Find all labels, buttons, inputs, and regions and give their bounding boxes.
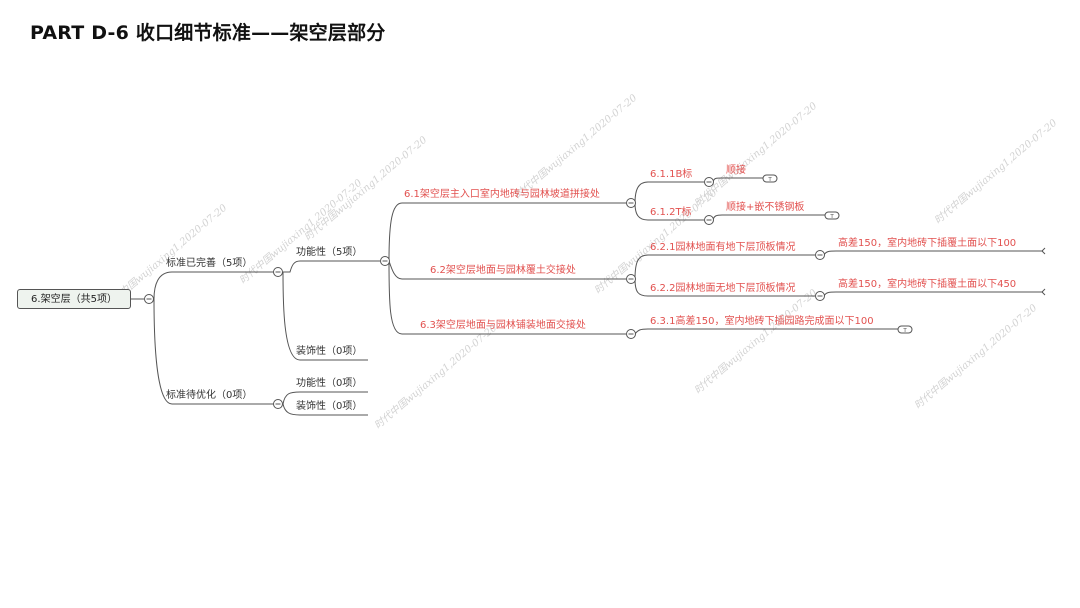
node-6-2-2-detail[interactable]: 高差150，室内地砖下插覆土面以下450 xyxy=(838,279,1017,290)
node-functional-5[interactable]: 功能性（5项） xyxy=(296,247,363,258)
node-6-1[interactable]: 6.1架空层主入口室内地砖与园林坡道拼接处 xyxy=(404,189,600,200)
page-title: PART D-6 收口细节标准——架空层部分 xyxy=(30,22,386,44)
node-6-2-1[interactable]: 6.2.1园林地面有地下层顶板情况 xyxy=(650,242,796,253)
node-decorative-0b[interactable]: 装饰性（0项） xyxy=(296,401,363,412)
node-6-1-1-detail[interactable]: 顺接 xyxy=(726,165,746,176)
branch-standard-pending[interactable]: 标准待优化（0项） xyxy=(166,390,253,401)
node-6-3-1[interactable]: 6.3.1高差150，室内地砖下插园路完成面以下100 xyxy=(650,316,874,327)
node-functional-0[interactable]: 功能性（0项） xyxy=(296,378,363,389)
node-6-1-2[interactable]: 6.1.2T标 xyxy=(650,207,692,218)
node-6-2-2[interactable]: 6.2.2园林地面无地下层顶板情况 xyxy=(650,283,796,294)
node-6-2[interactable]: 6.2架空层地面与园林覆土交接处 xyxy=(430,265,576,276)
note-marker-label: T xyxy=(767,177,772,183)
root-node[interactable]: 6.架空层（共5项） xyxy=(17,289,131,309)
node-6-2-1-detail[interactable]: 高差150，室内地砖下插覆土面以下100 xyxy=(838,238,1017,249)
node-decorative-0[interactable]: 装饰性（0项） xyxy=(296,346,363,357)
node-6-1-1[interactable]: 6.1.1B标 xyxy=(650,169,693,180)
node-6-1-2-detail[interactable]: 顺接+嵌不锈钢板 xyxy=(726,202,805,213)
note-marker-label: T xyxy=(829,214,834,220)
branch-standard-complete[interactable]: 标准已完善（5项） xyxy=(166,258,253,269)
node-6-3[interactable]: 6.3架空层地面与园林铺装地面交接处 xyxy=(420,320,586,331)
note-marker-label: T xyxy=(902,328,907,334)
